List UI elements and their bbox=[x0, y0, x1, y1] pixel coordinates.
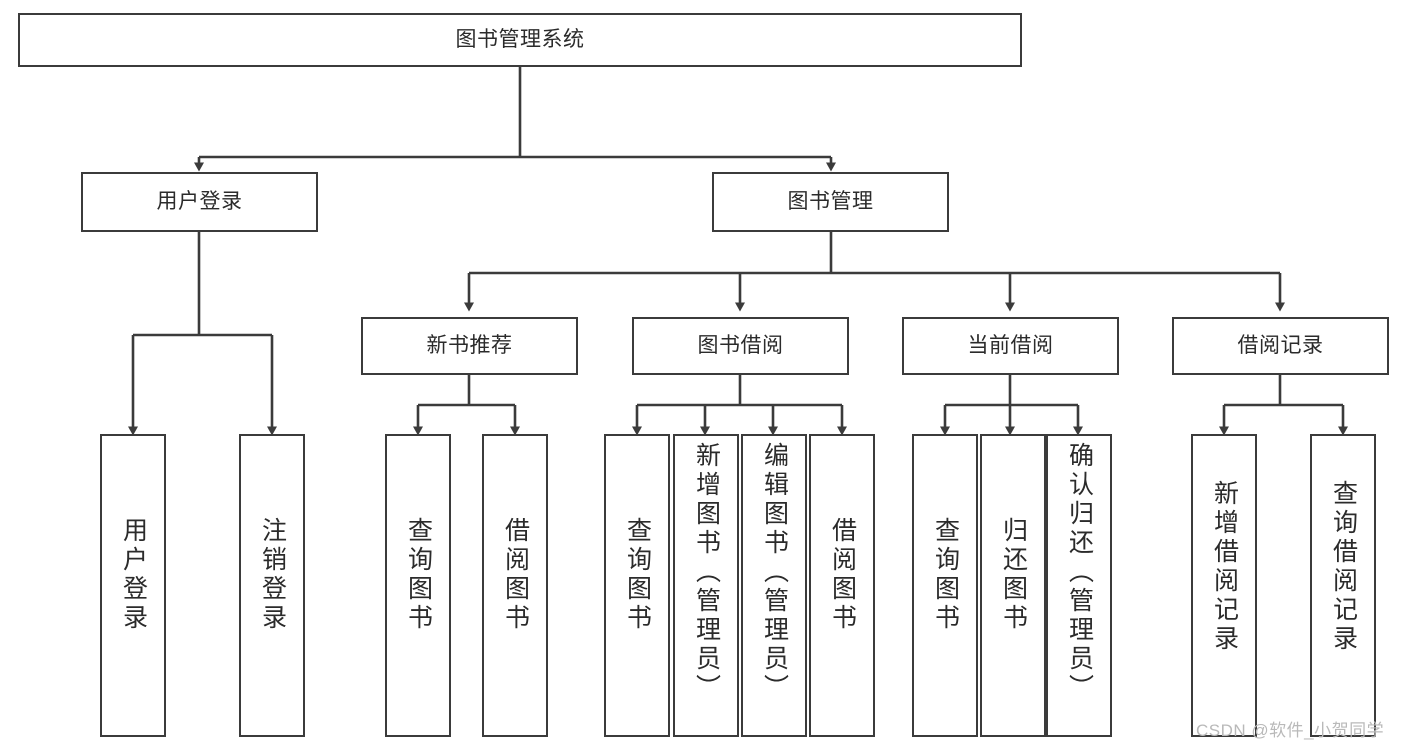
node-user-login[interactable]: 用户登录 bbox=[81, 172, 318, 232]
node-leaf-user-login[interactable]: 用户登录 bbox=[100, 434, 166, 737]
node-leaf-query-book-2-label: 查询图书 bbox=[623, 517, 652, 633]
node-new-book-recommend[interactable]: 新书推荐 bbox=[361, 317, 578, 375]
node-book-manage[interactable]: 图书管理 bbox=[712, 172, 949, 232]
node-borrow-record[interactable]: 借阅记录 bbox=[1172, 317, 1389, 375]
node-root-label: 图书管理系统 bbox=[455, 27, 585, 51]
node-leaf-edit-book-label: 编辑图书（管理员） bbox=[760, 442, 789, 703]
node-leaf-borrow-book-1[interactable]: 借阅图书 bbox=[482, 434, 548, 737]
node-leaf-query-record[interactable]: 查询借阅记录 bbox=[1310, 434, 1376, 737]
node-root[interactable]: 图书管理系统 bbox=[18, 13, 1022, 67]
node-leaf-query-book-3-label: 查询图书 bbox=[931, 517, 960, 633]
node-leaf-query-book-2[interactable]: 查询图书 bbox=[604, 434, 670, 737]
node-leaf-confirm-return-label: 确认归还（管理员） bbox=[1065, 442, 1094, 703]
node-leaf-borrow-book-1-label: 借阅图书 bbox=[501, 517, 530, 633]
node-user-login-label: 用户登录 bbox=[156, 189, 243, 213]
node-leaf-add-book[interactable]: 新增图书（管理员） bbox=[673, 434, 739, 737]
node-leaf-query-book-3[interactable]: 查询图书 bbox=[912, 434, 978, 737]
node-leaf-add-record-label: 新增借阅记录 bbox=[1210, 480, 1239, 654]
node-current-borrow[interactable]: 当前借阅 bbox=[902, 317, 1119, 375]
node-book-borrow[interactable]: 图书借阅 bbox=[632, 317, 849, 375]
node-leaf-borrow-book-2[interactable]: 借阅图书 bbox=[809, 434, 875, 737]
node-leaf-query-record-label: 查询借阅记录 bbox=[1329, 480, 1358, 654]
node-leaf-return-book-label: 归还图书 bbox=[999, 517, 1028, 633]
node-leaf-logout[interactable]: 注销登录 bbox=[239, 434, 305, 737]
node-leaf-return-book[interactable]: 归还图书 bbox=[980, 434, 1046, 737]
node-borrow-record-label: 借阅记录 bbox=[1237, 333, 1324, 357]
node-new-book-recommend-label: 新书推荐 bbox=[426, 333, 513, 357]
node-leaf-edit-book[interactable]: 编辑图书（管理员） bbox=[741, 434, 807, 737]
node-leaf-confirm-return[interactable]: 确认归还（管理员） bbox=[1046, 434, 1112, 737]
node-current-borrow-label: 当前借阅 bbox=[967, 333, 1054, 357]
node-leaf-query-book-1-label: 查询图书 bbox=[404, 517, 433, 633]
node-leaf-user-login-label: 用户登录 bbox=[119, 517, 148, 633]
node-leaf-borrow-book-2-label: 借阅图书 bbox=[828, 517, 857, 633]
watermark-text: CSDN @软件_小贺同学 bbox=[1196, 721, 1385, 740]
node-leaf-query-book-1[interactable]: 查询图书 bbox=[385, 434, 451, 737]
node-leaf-add-record[interactable]: 新增借阅记录 bbox=[1191, 434, 1257, 737]
node-leaf-add-book-label: 新增图书（管理员） bbox=[692, 442, 721, 703]
node-leaf-logout-label: 注销登录 bbox=[258, 517, 287, 633]
node-book-manage-label: 图书管理 bbox=[787, 189, 874, 213]
node-book-borrow-label: 图书借阅 bbox=[697, 333, 784, 357]
